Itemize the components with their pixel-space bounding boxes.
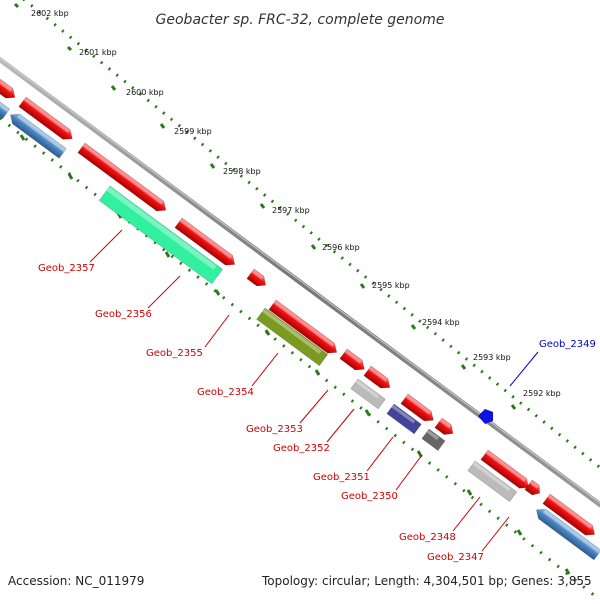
forward-gene-arrow [0, 75, 16, 99]
reverse-gene-arrow [536, 508, 600, 561]
label-leader-lines [89, 229, 539, 552]
gene-label-geob_2347[interactable]: Geob_2347 [427, 552, 484, 563]
ruler-tick-label: 2594 kbp [422, 318, 460, 327]
forward-gene-arrow [339, 348, 365, 371]
gene-label-geob_2353[interactable]: Geob_2353 [246, 424, 303, 435]
ruler-tick-label: 2598 kbp [223, 167, 261, 176]
ruler-tick [359, 283, 366, 289]
ruler-tick [259, 203, 266, 209]
ruler-tick [66, 45, 73, 52]
forward-gene-arrow [174, 217, 236, 266]
ruler-tick [310, 244, 317, 250]
inner-coordinate-ruler [0, 116, 600, 602]
gene-label-geob_2350[interactable]: Geob_2350 [341, 491, 398, 502]
inner-ruler-tick [416, 450, 423, 457]
inner-ruler-tick [164, 251, 171, 258]
leader-line [89, 229, 123, 263]
ruler-tick-label: 2595 kbp [372, 281, 410, 290]
leader-line [251, 352, 279, 387]
gene-label-geob_2357[interactable]: Geob_2357 [38, 263, 95, 274]
inner-ruler-tick [564, 568, 571, 575]
gene-feature-geob_2357 [98, 185, 223, 285]
reverse-gene-arrow [10, 113, 67, 159]
forward-gene-arrow [18, 96, 73, 140]
gene-feature-geob_2354 [256, 307, 329, 367]
leader-line [326, 408, 355, 443]
genome-summary-text: Topology: circular; Length: 4,304,501 bp… [262, 574, 592, 588]
gene-labels: Geob_2357Geob_2356Geob_2355Geob_2354Geob… [38, 263, 596, 563]
reverse-gene-arrow [0, 99, 11, 120]
map-title: Geobacter sp. FRC-32, complete genome [156, 12, 445, 28]
ruler-tick-label: 2597 kbp [272, 206, 310, 215]
ruler-tick-label: 2593 kbp [473, 353, 511, 362]
ruler-tick-label: 2602 kbp [31, 9, 69, 18]
ruler-tick [13, 2, 20, 9]
ruler-tick [460, 364, 467, 370]
forward-gene-arrow [434, 417, 454, 435]
forward-gene-arrow [77, 142, 167, 212]
forward-gene-arrow [524, 479, 540, 496]
gene-feature-geob_2351 [386, 403, 422, 435]
leader-line [452, 496, 481, 532]
forward-gene-arrow [268, 299, 338, 354]
ruler-tick [159, 123, 166, 129]
gene-label-geob_2348[interactable]: Geob_2348 [399, 532, 456, 543]
forward-gene-arrow [542, 493, 596, 536]
gene-label-geob_2354[interactable]: Geob_2354 [197, 387, 254, 398]
outer-coordinate-ruler [13, 0, 600, 470]
forward-gene-arrow [480, 449, 530, 489]
accession-text: Accession: NC_011979 [8, 574, 145, 588]
inner-ruler-tick [314, 369, 321, 376]
gene-label-geob_2349[interactable]: Geob_2349 [539, 339, 596, 350]
ruler-tick-labels: 2602 kbp 2601 kbp 2600 kbp 2599 kbp 2598… [31, 9, 561, 398]
ruler-tick-label: 2596 kbp [322, 243, 360, 252]
inner-ruler-tick [264, 329, 271, 336]
gene-feature-geob_2348 [467, 460, 518, 502]
ruler-tick [510, 404, 517, 410]
inner-ruler-tick [67, 173, 74, 180]
inner-ruler-tick [364, 409, 371, 416]
inner-ruler-tick [516, 529, 523, 536]
ruler-tick-label: 2599 kbp [174, 127, 212, 136]
leader-line [395, 454, 423, 491]
inner-ruler-tick [214, 289, 221, 296]
leader-line [366, 436, 394, 472]
ruler-tick [209, 163, 216, 169]
leader-line [299, 389, 329, 424]
leader-line [147, 275, 181, 309]
gene-label-geob_2355[interactable]: Geob_2355 [146, 348, 203, 359]
inner-ruler-tick [19, 134, 26, 141]
ruler-tick-label: 2600 kbp [126, 88, 164, 97]
leader-line [509, 351, 539, 387]
ruler-tick-label: 2592 kbp [523, 389, 561, 398]
gene-feature-geob_2350 [421, 428, 446, 451]
ruler-tick-label: 2601 kbp [79, 48, 117, 57]
gene-label-geob_2351[interactable]: Geob_2351 [313, 472, 370, 483]
gene-feature-geob_2349 [478, 409, 493, 424]
leader-line [481, 516, 510, 552]
gene-features [0, 75, 600, 561]
forward-gene-arrow [246, 268, 267, 287]
gene-label-geob_2356[interactable]: Geob_2356 [95, 309, 152, 320]
inner-ruler-tick [466, 489, 473, 496]
gene-label-geob_2352[interactable]: Geob_2352 [273, 443, 330, 454]
forward-gene-arrow [400, 393, 434, 422]
ruler-tick [110, 85, 117, 91]
leader-line [204, 314, 230, 348]
genome-backbone [0, 56, 600, 508]
gene-feature-geob_2352 [350, 378, 386, 410]
ruler-tick [410, 324, 417, 330]
forward-gene-arrow [363, 365, 391, 389]
